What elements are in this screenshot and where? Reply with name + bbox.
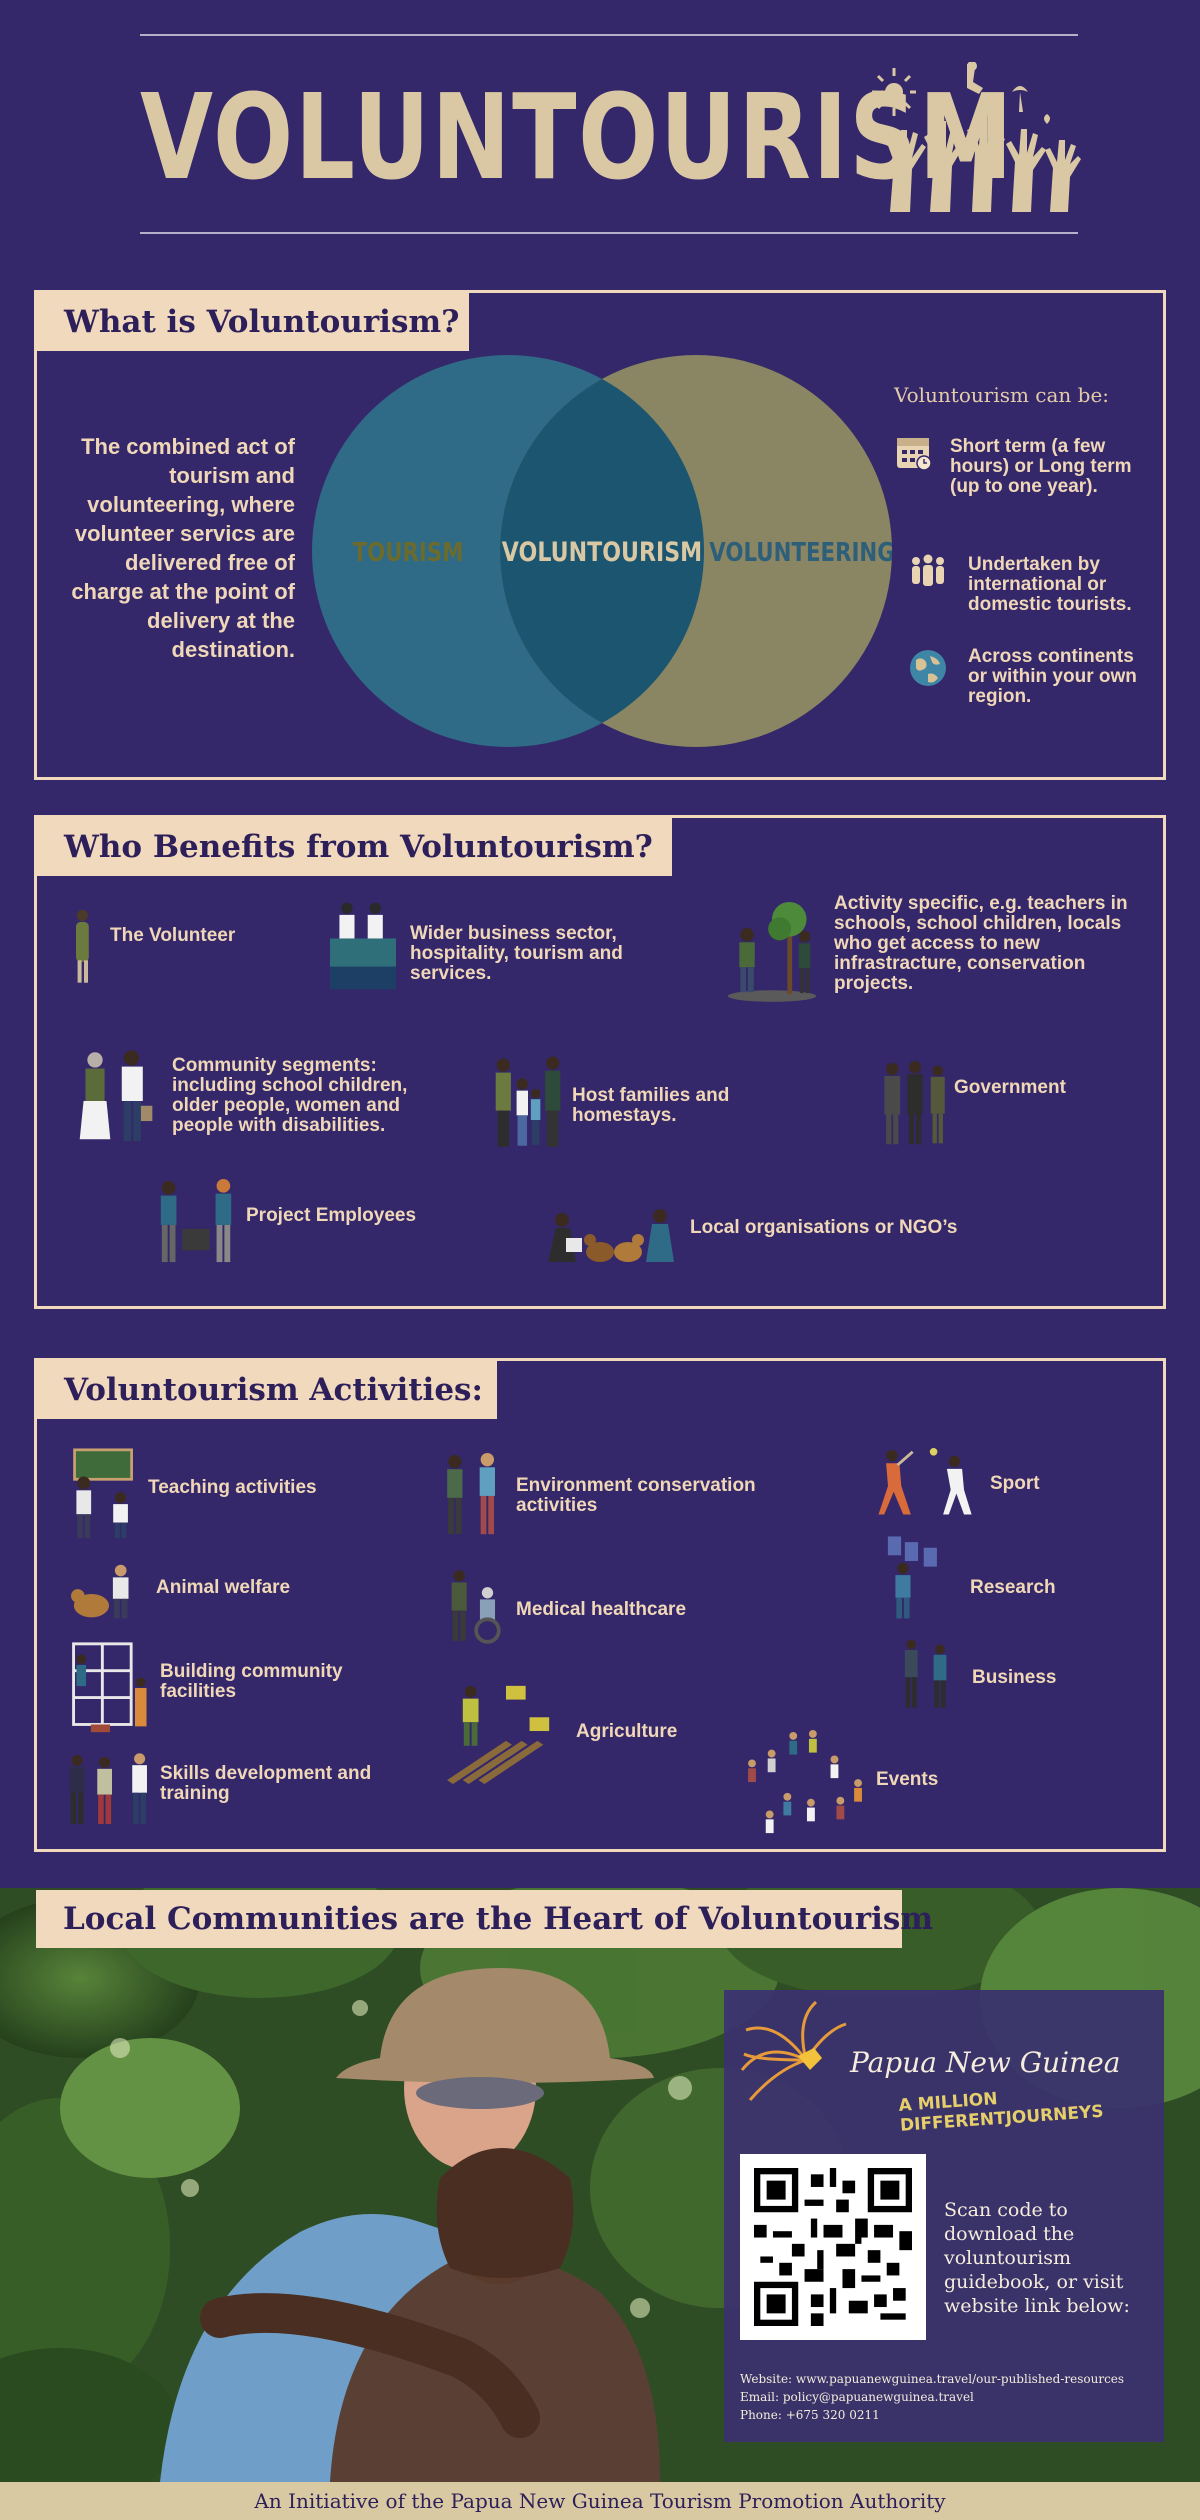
website-link[interactable]: Website: www.papuanewguinea.travel/our-p…	[740, 2372, 1125, 2386]
benefits-heading: Who Benefits from Voluntourism?	[37, 818, 672, 876]
email-link[interactable]: Email: policy@papuanewguinea.travel	[740, 2390, 974, 2404]
ngo-workers-icon	[548, 1209, 674, 1262]
volunteer-figure-icon	[76, 909, 89, 983]
benefit-local-organisations: Local organisations or NGO’s	[690, 1217, 958, 1238]
benefit-government: Government	[954, 1077, 1066, 1098]
can-be-title: Voluntourism can be:	[894, 383, 1110, 407]
events-icon	[748, 1730, 862, 1834]
business-desk-icon	[330, 902, 396, 990]
definition-text: The combined act of tourism and voluntee…	[71, 434, 295, 662]
what-is-heading: What is Voluntourism?	[37, 293, 469, 351]
animal-welfare-icon	[70, 1564, 129, 1619]
venn-label-voluntourism: VOLUNTOURISM	[502, 536, 702, 568]
footer-credit: An Initiative of the Papua New Guinea To…	[0, 2482, 1200, 2520]
activity-environment: Environment conservation activities	[516, 1475, 756, 1516]
activity-agriculture: Agriculture	[576, 1721, 678, 1742]
can-be-item-3: Across continents or within your own reg…	[968, 646, 1137, 707]
venn-diagram: TOURISM VOLUNTOURISM VOLUNTEERING	[312, 355, 892, 747]
activity-skills-training: Skills development and training	[160, 1763, 372, 1804]
header-rule-bottom	[140, 232, 1078, 234]
can-be-item-2: Undertaken by international or domestic …	[968, 554, 1132, 615]
activity-medical: Medical healthcare	[516, 1599, 687, 1620]
raised-hands-icon	[872, 62, 1081, 212]
activity-teaching: Teaching activities	[148, 1477, 317, 1498]
venn-label-volunteering: VOLUNTEERING	[709, 537, 892, 568]
calendar-icon	[897, 438, 932, 471]
business-icon	[904, 1639, 947, 1708]
communities-heading: Local Communities are the Heart of Volun…	[36, 1890, 933, 1948]
header-rule-top	[140, 34, 1078, 36]
community-figures-icon	[79, 1050, 153, 1142]
activities-panel	[34, 1358, 1166, 1852]
benefits-panel	[34, 815, 1166, 1309]
teaching-icon	[73, 1448, 133, 1539]
tree-planting-icon	[727, 901, 817, 1002]
agriculture-icon	[447, 1685, 550, 1785]
activity-animal-welfare: Animal welfare	[156, 1577, 291, 1598]
activity-research: Research	[970, 1577, 1056, 1598]
activity-business: Business	[972, 1667, 1057, 1688]
employees-icon	[160, 1178, 232, 1263]
skills-training-icon	[69, 1753, 147, 1825]
sport-icon	[878, 1448, 972, 1515]
benefit-community-segments: Community segments: including school chi…	[172, 1055, 408, 1136]
page-title: VOLUNTOURISM	[140, 68, 1015, 206]
phone-number: Phone: +675 320 0211	[740, 2408, 880, 2422]
png-brand-name: Papua New Guinea	[850, 2046, 1121, 2079]
overlap-region	[500, 355, 704, 747]
benefit-activity-specific: Activity specific, e.g. teachers in scho…	[834, 893, 1128, 994]
government-officials-icon	[884, 1061, 945, 1145]
activity-building: Building community facilities	[160, 1661, 343, 1702]
qr-code[interactable]	[740, 2154, 926, 2340]
activity-events: Events	[876, 1769, 939, 1790]
globe-icon	[910, 650, 946, 686]
people-group-icon	[912, 554, 944, 586]
benefit-host-families: Host families and homestays.	[572, 1085, 730, 1126]
research-icon	[887, 1536, 937, 1619]
bird-of-paradise-logo-icon	[740, 2000, 847, 2101]
benefit-volunteer: The Volunteer	[110, 925, 236, 946]
can-be-item-1: Short term (a few hours) or Long term (u…	[950, 436, 1132, 497]
activities-heading: Voluntourism Activities:	[37, 1361, 497, 1419]
family-icon	[495, 1056, 561, 1147]
scan-instructions: Scan code to download the voluntourism g…	[944, 2199, 1130, 2317]
what-is-panel	[34, 290, 1166, 780]
benefit-business-sector: Wider business sector, hospitality, tour…	[410, 923, 623, 984]
venn-label-tourism: TOURISM	[353, 537, 464, 568]
medical-icon	[451, 1570, 501, 1644]
benefit-project-employees: Project Employees	[246, 1205, 417, 1226]
environment-icon	[447, 1452, 495, 1535]
building-icon	[72, 1642, 147, 1733]
activity-sport: Sport	[990, 1473, 1040, 1494]
